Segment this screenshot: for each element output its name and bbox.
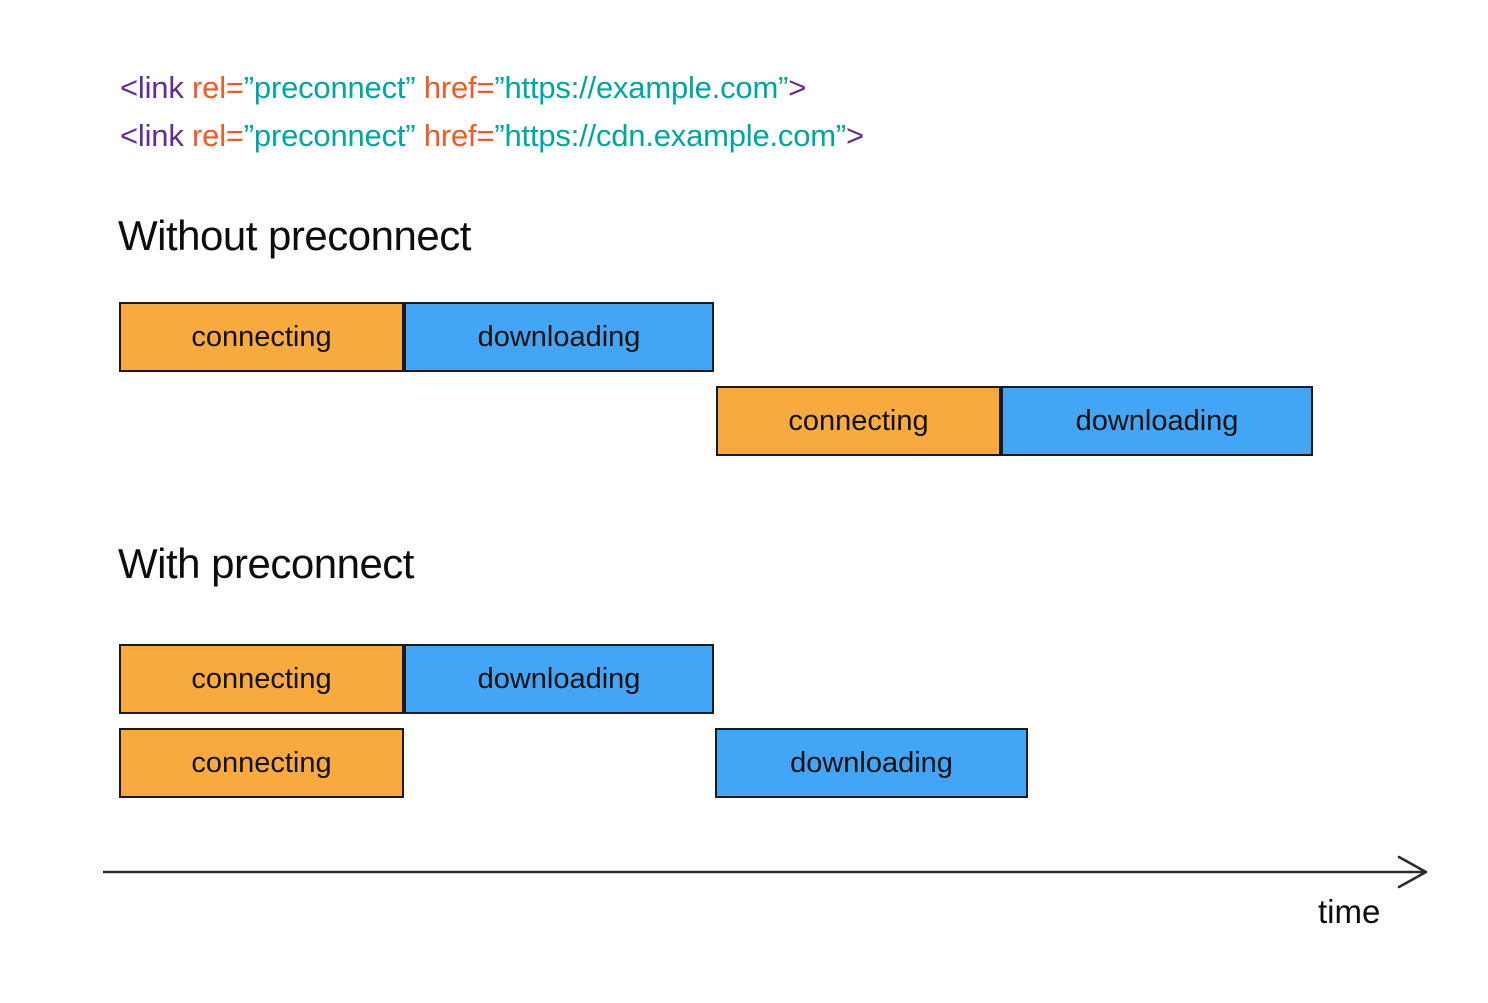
- time-axis-label: time: [1318, 893, 1381, 930]
- bar-downloading: downloading: [715, 728, 1028, 798]
- code-token: >: [846, 118, 864, 153]
- time-axis: [103, 855, 1428, 889]
- code-line-1: <link rel=”preconnect” href=”https://exa…: [120, 70, 806, 106]
- code-token: <link: [120, 70, 184, 105]
- code-token: rel=: [183, 70, 244, 105]
- timeline-row-request-1: connecting downloading: [119, 302, 714, 372]
- code-token: ”preconnect”: [243, 70, 416, 105]
- bar-connecting: connecting: [119, 644, 404, 714]
- code-token: ”https://example.com”: [494, 70, 789, 105]
- bar-connecting: connecting: [716, 386, 1001, 456]
- code-token: >: [788, 70, 807, 105]
- timeline-row-request-2-preconnect-connect: connecting: [119, 728, 404, 798]
- timeline-row-request-2-preconnect-download: downloading: [715, 728, 1028, 798]
- bar-downloading: downloading: [404, 644, 714, 714]
- code-token: ”preconnect”: [243, 118, 416, 153]
- timeline-row-request-1-preconnect: connecting downloading: [119, 644, 714, 714]
- code-token: href=: [415, 118, 495, 153]
- code-line-2: <link rel=”preconnect” href=”https://cdn…: [120, 118, 864, 154]
- code-token: <link: [120, 118, 184, 153]
- bar-downloading: downloading: [1001, 386, 1313, 456]
- code-token: ”https://cdn.example.com”: [494, 118, 847, 153]
- code-token: href=: [415, 70, 495, 105]
- bar-connecting: connecting: [119, 302, 404, 372]
- arrow-right-icon: [1397, 855, 1428, 889]
- code-token: rel=: [183, 118, 244, 153]
- bar-downloading: downloading: [404, 302, 714, 372]
- bar-connecting: connecting: [119, 728, 404, 798]
- section-title-with-preconnect: With preconnect: [118, 540, 414, 587]
- timeline-row-request-2: connecting downloading: [716, 386, 1313, 456]
- section-title-without-preconnect: Without preconnect: [118, 212, 471, 259]
